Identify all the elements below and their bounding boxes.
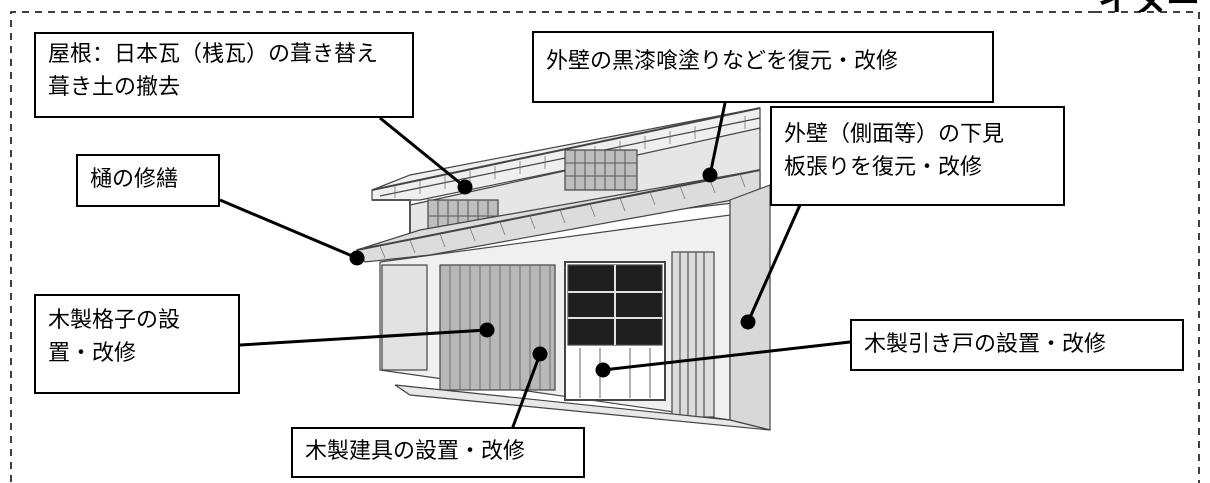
leader-wall-black	[708, 102, 727, 176]
partial-title: イメージ	[1098, 0, 1210, 12]
callout-wall-side: 外壁（側面等）の下見 板張りを復元・改修	[770, 106, 1065, 206]
leader-dot-lattice	[479, 322, 495, 338]
leader-wall-side	[746, 204, 802, 323]
callout-gutter: 樋の修繕	[76, 154, 220, 207]
leader-sliding-door	[602, 340, 851, 372]
callout-roof: 屋根：日本瓦（桟瓦）の葺き替え 葺き土の撤去	[34, 32, 414, 118]
leader-dot-roof	[457, 179, 473, 195]
leader-gutter	[219, 198, 358, 260]
ground-floor	[379, 184, 771, 431]
house-sketch	[356, 107, 771, 431]
dashed-frame	[10, 11, 1200, 483]
leader-dot-sliding-door	[595, 362, 611, 378]
leader-lines	[219, 102, 851, 433]
leader-dot-wall-black	[702, 167, 718, 183]
partial-title-text: イメージ	[1098, 0, 1200, 12]
leader-fittings	[509, 353, 542, 433]
leader-dot-gutter	[349, 250, 365, 266]
leader-lattice	[239, 328, 488, 347]
callout-sliding-door: 木製引き戸の設置・改修	[850, 319, 1184, 371]
leader-roof	[379, 116, 466, 189]
leader-dot-wall-side	[740, 314, 756, 330]
callout-wall-black: 外壁の黒漆喰塗りなどを復元・改修	[532, 31, 994, 103]
callout-lattice: 木製格子の設 置・改修	[34, 294, 240, 394]
callout-fittings: 木製建具の設置・改修	[291, 427, 585, 478]
leader-dot-fittings	[532, 346, 548, 362]
lower-roof	[356, 169, 761, 263]
